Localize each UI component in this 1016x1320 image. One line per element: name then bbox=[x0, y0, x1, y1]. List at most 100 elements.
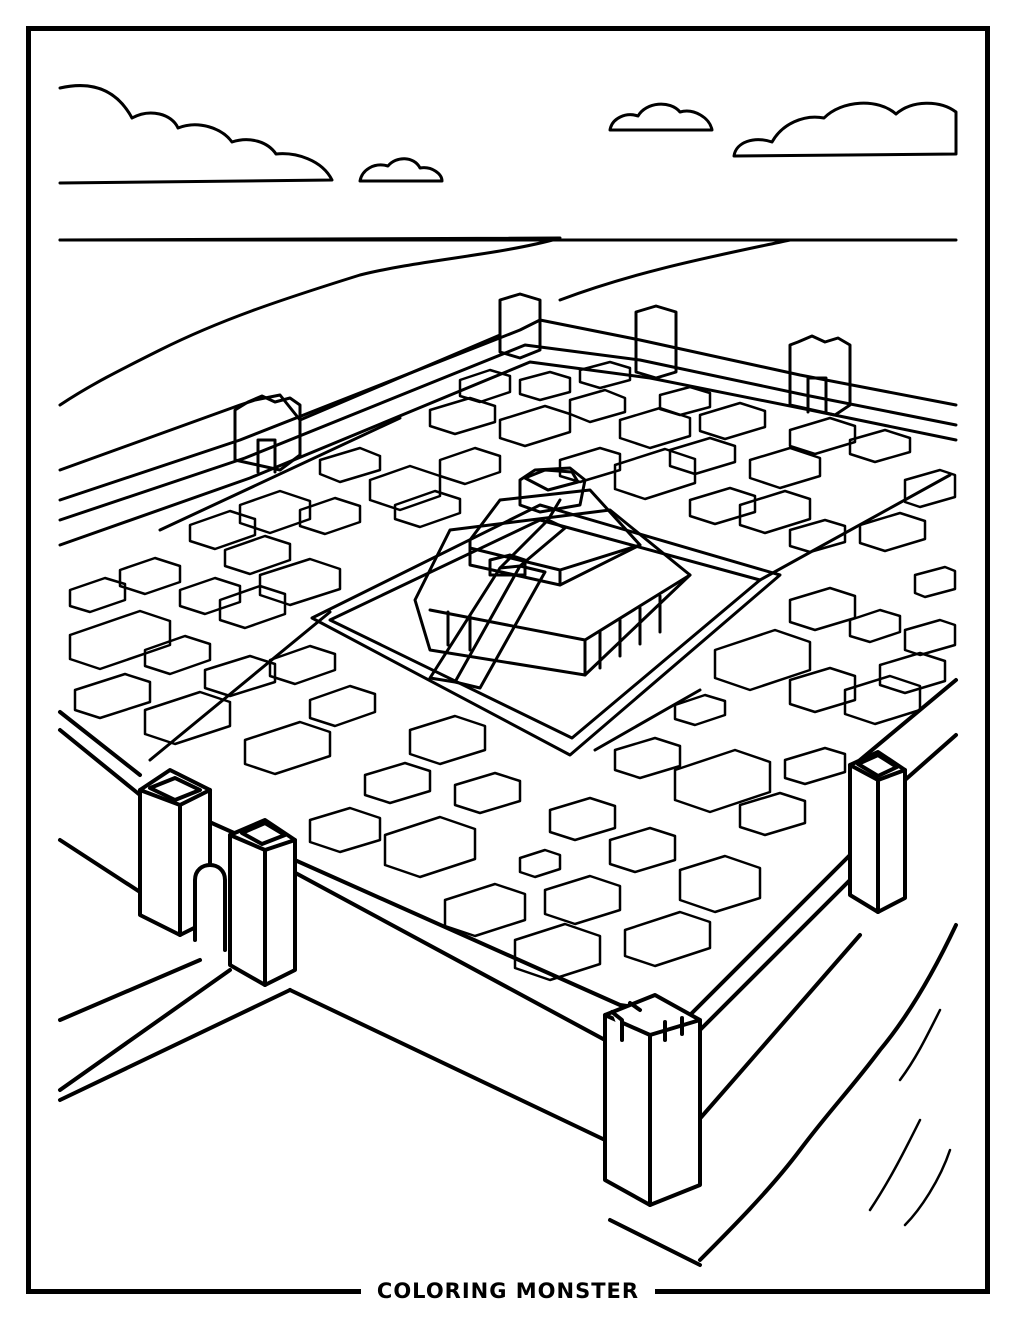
house bbox=[363, 761, 432, 805]
house bbox=[458, 368, 512, 404]
house bbox=[738, 489, 812, 535]
house bbox=[513, 922, 602, 982]
house bbox=[203, 654, 277, 698]
house bbox=[788, 666, 857, 714]
house bbox=[518, 370, 572, 402]
house bbox=[848, 428, 912, 464]
house bbox=[578, 360, 632, 390]
city-walls-front bbox=[58, 678, 958, 1267]
house bbox=[118, 556, 182, 596]
cloud-right bbox=[732, 101, 958, 158]
tower-front-corner bbox=[603, 993, 702, 1207]
house bbox=[748, 446, 822, 490]
house bbox=[913, 565, 957, 599]
house bbox=[668, 436, 737, 476]
house bbox=[268, 644, 337, 686]
city-houses bbox=[68, 360, 957, 982]
house bbox=[438, 446, 502, 486]
house bbox=[698, 401, 767, 441]
ziggurat bbox=[413, 466, 692, 690]
cloud-small bbox=[358, 157, 444, 183]
house bbox=[848, 608, 902, 644]
house bbox=[788, 518, 847, 554]
house bbox=[298, 496, 362, 536]
towers-back bbox=[233, 292, 852, 474]
house bbox=[558, 446, 622, 484]
wall-right-top bbox=[858, 678, 958, 782]
plaza-border bbox=[310, 503, 782, 757]
house bbox=[568, 388, 627, 424]
river-right-waves bbox=[868, 1008, 952, 1227]
house bbox=[613, 447, 697, 501]
house bbox=[673, 693, 727, 727]
moat-left-inner bbox=[58, 968, 232, 1092]
ziggurat-top bbox=[518, 466, 587, 514]
towers-front bbox=[138, 750, 907, 1207]
house bbox=[673, 748, 772, 814]
ziggurat-gate bbox=[488, 553, 527, 577]
house bbox=[318, 446, 382, 484]
cloud-center bbox=[608, 102, 714, 132]
house bbox=[878, 651, 947, 695]
house bbox=[308, 684, 377, 728]
house bbox=[383, 815, 477, 879]
house bbox=[688, 486, 757, 526]
ziggurat-base bbox=[413, 508, 692, 677]
house bbox=[543, 874, 622, 926]
wall-front-face bbox=[288, 868, 862, 1142]
ziggurat-shrine bbox=[523, 468, 580, 492]
house bbox=[903, 468, 957, 509]
plaza-inner bbox=[328, 518, 762, 740]
house bbox=[73, 672, 152, 720]
wall-left-back-base bbox=[58, 360, 958, 547]
tower-front-inner bbox=[228, 818, 297, 987]
house bbox=[613, 736, 682, 780]
tower-back-left bbox=[233, 394, 302, 474]
house bbox=[713, 628, 812, 692]
house bbox=[223, 534, 292, 576]
tower-front-right bbox=[848, 750, 907, 914]
house bbox=[143, 634, 212, 676]
tower-back-center-left bbox=[498, 292, 542, 360]
sky bbox=[58, 84, 958, 407]
ziggurat-base-pillars bbox=[446, 594, 662, 670]
wall-left-back-inner bbox=[58, 343, 958, 522]
house bbox=[238, 489, 312, 535]
house bbox=[308, 806, 382, 854]
house bbox=[218, 584, 287, 630]
house bbox=[903, 618, 957, 657]
river-right bbox=[698, 923, 958, 1262]
house bbox=[68, 609, 172, 671]
wall-left-back bbox=[58, 318, 958, 502]
gate-arch bbox=[193, 863, 227, 952]
house bbox=[408, 714, 487, 766]
house bbox=[738, 791, 807, 837]
house bbox=[393, 489, 462, 529]
river-far bbox=[58, 236, 562, 407]
house bbox=[368, 464, 442, 512]
house bbox=[68, 576, 127, 614]
house bbox=[518, 848, 562, 879]
ground-front bbox=[58, 988, 702, 1267]
wall-front-top bbox=[203, 818, 862, 1017]
house bbox=[243, 720, 332, 776]
ziggurat-middle-front bbox=[468, 543, 642, 587]
street-grid bbox=[148, 416, 952, 762]
house bbox=[608, 826, 677, 874]
house bbox=[788, 586, 857, 632]
house bbox=[858, 511, 927, 553]
house bbox=[143, 690, 232, 746]
house bbox=[443, 882, 527, 938]
house bbox=[658, 385, 712, 417]
house bbox=[453, 771, 522, 815]
river-far-bank bbox=[558, 238, 792, 302]
house bbox=[498, 404, 572, 448]
cloud-left bbox=[58, 84, 334, 185]
tower-back-center bbox=[634, 304, 678, 380]
wall-front-left-top bbox=[58, 710, 142, 797]
house bbox=[178, 576, 242, 616]
house bbox=[788, 416, 857, 456]
house bbox=[783, 746, 847, 786]
house bbox=[548, 796, 617, 842]
